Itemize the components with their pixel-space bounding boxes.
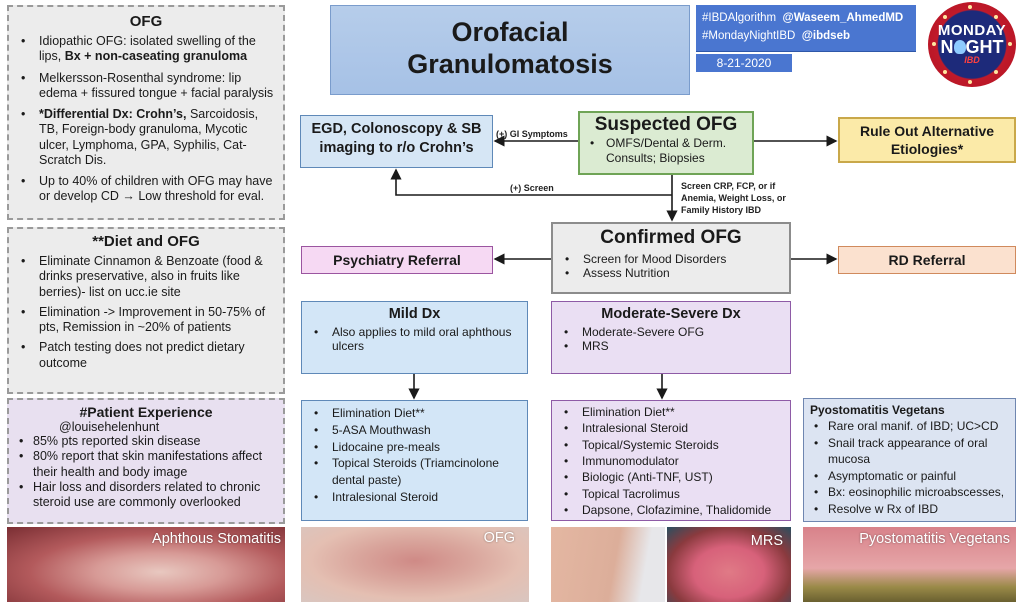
suspected-item: OMFS/Dental & Derm. Consults; Biopsies [584, 136, 748, 165]
pv-title: Pyostomatitis Vegetans [810, 403, 945, 417]
photo-caption: Aphthous Stomatitis [152, 531, 281, 547]
photo-caption: Pyostomatitis Vegetans [859, 531, 1010, 547]
mild-dx-title: Mild Dx [388, 306, 441, 322]
logo-line-1: MONDAY [937, 22, 1007, 40]
photo-caption: OFG [483, 530, 515, 546]
confirmed-item: Screen for Mood Disorders [559, 252, 783, 267]
photo-caption: MRS [750, 533, 783, 549]
label-screen-criteria: Screen CRP, FCP, or if Anemia, Weight Lo… [681, 180, 786, 216]
ofg-panel-title: OFG [129, 13, 163, 30]
moderate-dx-title: Moderate-Severe Dx [601, 306, 741, 322]
ofg-item: Idiopathic OFG: isolated swelling of the… [15, 34, 277, 65]
moderate-dx-item: Moderate-Severe OFG [558, 325, 784, 340]
moderate-treatment-box: Elimination Diet** Intralesional Steroid… [551, 400, 791, 521]
confirmed-ofg-box: Confirmed OFG Screen for Mood Disorders … [551, 222, 791, 294]
ofg-lips-photo: OFG [301, 527, 529, 602]
patient-panel-title: #Patient Experience [79, 404, 213, 420]
diet-item: Elimination -> Improvement in 50-75% of … [15, 305, 277, 336]
author-handle-1[interactable]: @Waseem_AhmedMD [782, 12, 904, 24]
ofg-item-text: Idiopathic OFG: isolated swelling of the… [39, 34, 256, 64]
patient-item: 85% pts reported skin disease [15, 434, 277, 450]
mod-rx-item: Topical/Systemic Steroids [558, 437, 784, 454]
mod-rx-item: Topical Tacrolimus [558, 486, 784, 503]
screen-criteria-line: Family History IBD [681, 205, 762, 216]
aphthous-stomatitis-photo: Aphthous Stomatitis [7, 527, 285, 602]
page-title: Orofacial Granulomatosis [330, 5, 690, 95]
ofg-item-text: Up to 40% of children with OFG may have … [39, 174, 273, 204]
diet-item: Eliminate Cinnamon & Benzoate (food & dr… [15, 254, 277, 300]
pyostomatitis-vegetans-box: Pyostomatitis Vegetans Rare oral manif. … [803, 398, 1016, 522]
logo-line-2b: GHT [965, 37, 1004, 58]
ofg-item-bold: Bx + non-caseating granuloma [64, 49, 248, 64]
rule-out-line-1: Rule Out Alternative [859, 123, 995, 139]
mild-rx-item: Topical Steroids (Triamcinolone dental p… [308, 455, 521, 489]
label-positive-screen: (+) Screen [510, 183, 554, 193]
lightbulb-icon [953, 40, 966, 55]
mild-rx-item: Elimination Diet** [308, 405, 521, 422]
confirmed-title: Confirmed OFG [600, 227, 742, 248]
label-gi-symptoms: (+) GI Symptoms [496, 129, 568, 139]
mod-rx-item: Intralesional Steroid [558, 420, 784, 437]
patient-item: 80% report that skin manifestations affe… [15, 449, 277, 480]
title-line-2: Granulomatosis [407, 49, 613, 80]
ofg-item-bold: *Differential Dx: Crohn’s, [39, 107, 187, 121]
pv-item: Resolve w Rx of IBD [810, 501, 1009, 518]
hashtag-ibdalgorithm[interactable]: #IBDAlgorithm [702, 12, 777, 24]
ofg-info-panel: OFG Idiopathic OFG: isolated swelling of… [7, 5, 285, 220]
diet-info-panel: **Diet and OFG Eliminate Cinnamon & Benz… [7, 227, 285, 394]
mild-rx-item: Lidocaine pre-meals [308, 439, 521, 456]
rd-referral-box: RD Referral [838, 246, 1016, 274]
credits-box: #IBDAlgorithm @Waseem_AhmedMD #MondayNig… [696, 5, 916, 52]
patient-handle[interactable]: @louisehelenhunt [59, 420, 160, 434]
suspected-ofg-box: Suspected OFG OMFS/Dental & Derm. Consul… [578, 111, 754, 175]
pv-item: Snail track appearance of oral mucosa [810, 435, 1009, 468]
mrs-profile-photo [551, 527, 665, 602]
logo-line-2a: N [940, 37, 954, 58]
mod-rx-item: Immunomodulator [558, 453, 784, 470]
pv-item: Rare oral manif. of IBD; UC>CD [810, 418, 1009, 435]
egd-line-2: imaging to r/o Crohn’s [319, 139, 474, 156]
logo-line-3: IBD [964, 55, 980, 66]
mrs-tongue-photo: MRS [667, 527, 791, 602]
ofg-item: Up to 40% of children with OFG may have … [15, 174, 277, 205]
egd-line-1: EGD, Colonoscopy & SB [311, 121, 482, 137]
patient-item: Hair loss and disorders related to chron… [15, 480, 277, 511]
psychiatry-referral-box: Psychiatry Referral [301, 246, 493, 274]
screen-criteria-line: Screen CRP, FCP, or if [681, 181, 776, 191]
author-handle-2[interactable]: @ibdseb [801, 29, 850, 42]
moderate-dx-item: MRS [558, 339, 784, 354]
ofg-item-text: Sarcoidosis, TB, Foreign-body granuloma,… [39, 107, 259, 167]
rule-out-etiologies-box: Rule Out Alternative Etiologies* [838, 117, 1016, 163]
mod-rx-item: Biologic (Anti-TNF, UST) [558, 469, 784, 486]
monday-night-ibd-logo: MONDAY N GHT IBD [928, 2, 1016, 87]
rule-out-line-2: Etiologies* [890, 141, 964, 158]
mild-rx-item: Intralesional Steroid [308, 489, 521, 506]
mild-treatment-box: Elimination Diet** 5-ASA Mouthwash Lidoc… [301, 400, 528, 521]
diet-item: Patch testing does not predict dietary o… [15, 340, 277, 371]
title-line-1: Orofacial [451, 17, 569, 47]
ofg-item-text: Melkersson-Rosenthal syndrome: lip edema… [39, 70, 274, 100]
patient-experience-panel: #Patient Experience @louisehelenhunt 85%… [7, 398, 285, 524]
hashtag-mondaynightibd[interactable]: #MondayNightIBD [702, 29, 796, 42]
mod-rx-item: Elimination Diet** [558, 404, 784, 421]
mild-dx-item: Also applies to mild oral aphthous ulcer… [308, 325, 521, 354]
mild-dx-box: Mild Dx Also applies to mild oral aphtho… [301, 301, 528, 374]
pv-item: Asymptomatic or painful [810, 468, 1009, 485]
date-badge: 8-21-2020 [696, 54, 792, 72]
mod-rx-item: Dapsone, Clofazimine, Thalidomide [558, 502, 784, 519]
ofg-item: *Differential Dx: Crohn’s, Sarcoidosis, … [15, 107, 277, 168]
confirmed-item: Assess Nutrition [559, 266, 783, 281]
pyostomatitis-vegetans-photo: Pyostomatitis Vegetans [803, 527, 1016, 602]
egd-colonoscopy-box: EGD, Colonoscopy & SB imaging to r/o Cro… [300, 115, 493, 168]
mild-rx-item: 5-ASA Mouthwash [308, 422, 521, 439]
diet-panel-title: **Diet and OFG [92, 233, 200, 250]
ofg-item: Melkersson-Rosenthal syndrome: lip edema… [15, 71, 277, 102]
pv-item: Bx: eosinophilic microabscesses, [810, 484, 1009, 501]
suspected-title: Suspected OFG [594, 114, 738, 135]
screen-criteria-line: Anemia, Weight Loss, or [681, 193, 786, 204]
moderate-severe-dx-box: Moderate-Severe Dx Moderate-Severe OFG M… [551, 301, 791, 374]
